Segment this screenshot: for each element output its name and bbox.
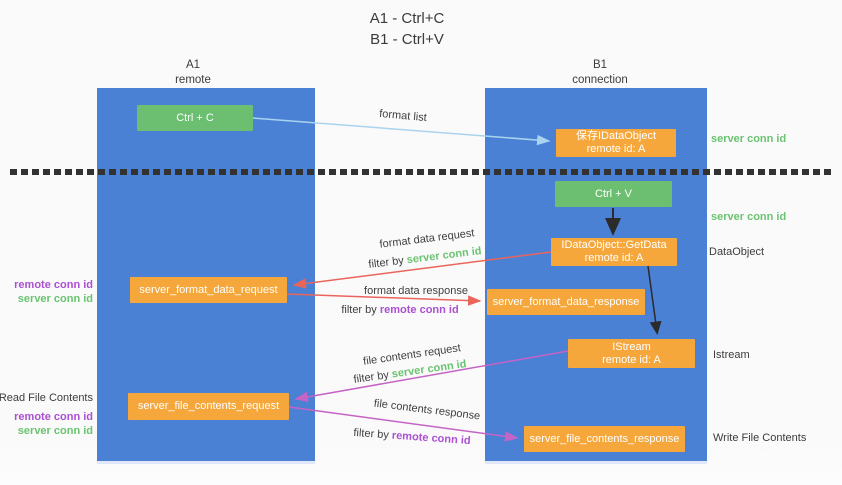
remote-conn-id-keyword: remote conn id bbox=[379, 304, 459, 316]
node-istream: IStream remote id: A bbox=[568, 339, 695, 368]
lane-b1-sub: connection bbox=[572, 74, 628, 86]
machine-boundary-dotted-line bbox=[10, 169, 833, 175]
filter-by-text: filter by bbox=[367, 254, 405, 271]
format-response-label: server_format_data_response bbox=[492, 295, 640, 308]
node-server-file-contents-request: server_file_contents_request bbox=[128, 393, 289, 420]
ctrl-c-label: Ctrl + C bbox=[176, 111, 214, 124]
remote-conn-id-keyword: remote conn id bbox=[391, 429, 471, 448]
server-conn-id-keyword: server conn id bbox=[406, 245, 483, 267]
node-server-file-contents-response: server_file_contents_response bbox=[524, 426, 685, 452]
filter-by-text: filter by bbox=[352, 369, 390, 386]
remote-conn-id-label-left-1: remote conn id bbox=[14, 279, 93, 291]
file-response-label: server_file_contents_response bbox=[529, 432, 680, 445]
file-request-label: server_file_contents_request bbox=[137, 400, 280, 412]
format-list-label: format list bbox=[378, 107, 428, 125]
lane-b1-name: B1 bbox=[592, 59, 608, 71]
format-response-filter-label: filter by remote conn id bbox=[341, 304, 458, 316]
lane-header-b1: B1 connection bbox=[540, 58, 660, 88]
filter-by-text: filter by bbox=[353, 426, 390, 442]
server-conn-id-label-left-2: server conn id bbox=[17, 425, 93, 437]
node-idataobject-getdata: IDataObject::GetData remote id: A bbox=[551, 238, 677, 266]
server-conn-id-label-left-1: server conn id bbox=[17, 293, 93, 305]
server-conn-id-label-right: server conn id bbox=[711, 211, 787, 223]
save-idataobject-line2: remote id: A bbox=[586, 143, 646, 155]
file-response-filter-label: filter by remote conn id bbox=[353, 427, 471, 447]
title-line-1: A1 - Ctrl+C bbox=[369, 10, 445, 27]
filter-by-text: filter by bbox=[341, 304, 377, 316]
save-idataobject-line1: 保存IDataObject bbox=[575, 130, 657, 142]
format-data-response-label: format data response bbox=[364, 285, 468, 297]
lane-a1-name: A1 bbox=[185, 59, 201, 71]
ctrl-v-label: Ctrl + V bbox=[595, 187, 632, 200]
node-save-idataobject: 保存IDataObject remote id: A bbox=[556, 129, 676, 157]
istream-side-label: Istream bbox=[713, 349, 750, 361]
file-contents-response-label: file contents response bbox=[373, 397, 481, 423]
node-ctrl-c: Ctrl + C bbox=[137, 105, 253, 131]
remote-conn-id-label-left-2: remote conn id bbox=[14, 411, 93, 423]
lane-a1-sub: remote bbox=[175, 74, 211, 86]
write-file-contents-label: Write File Contents bbox=[713, 432, 807, 444]
read-file-contents-label: Read File Contents bbox=[0, 392, 93, 404]
istream-line1: IStream bbox=[612, 340, 651, 353]
node-server-format-data-response: server_format_data_response bbox=[487, 289, 645, 315]
getdata-line2: remote id: A bbox=[584, 252, 644, 264]
lane-header-a1: A1 remote bbox=[133, 58, 253, 88]
diagram-title: A1 - Ctrl+C B1 - Ctrl+V bbox=[307, 8, 507, 50]
node-server-format-data-request: server_format_data_request bbox=[130, 277, 287, 303]
node-ctrl-v: Ctrl + V bbox=[555, 181, 672, 207]
dataobject-label: DataObject bbox=[709, 246, 765, 258]
istream-line2: remote id: A bbox=[602, 353, 661, 366]
format-request-label: server_format_data_request bbox=[139, 283, 278, 296]
server-conn-id-label-top-right: server conn id bbox=[711, 133, 787, 145]
getdata-line1: IDataObject::GetData bbox=[561, 239, 667, 251]
title-line-2: B1 - Ctrl+V bbox=[370, 31, 444, 48]
